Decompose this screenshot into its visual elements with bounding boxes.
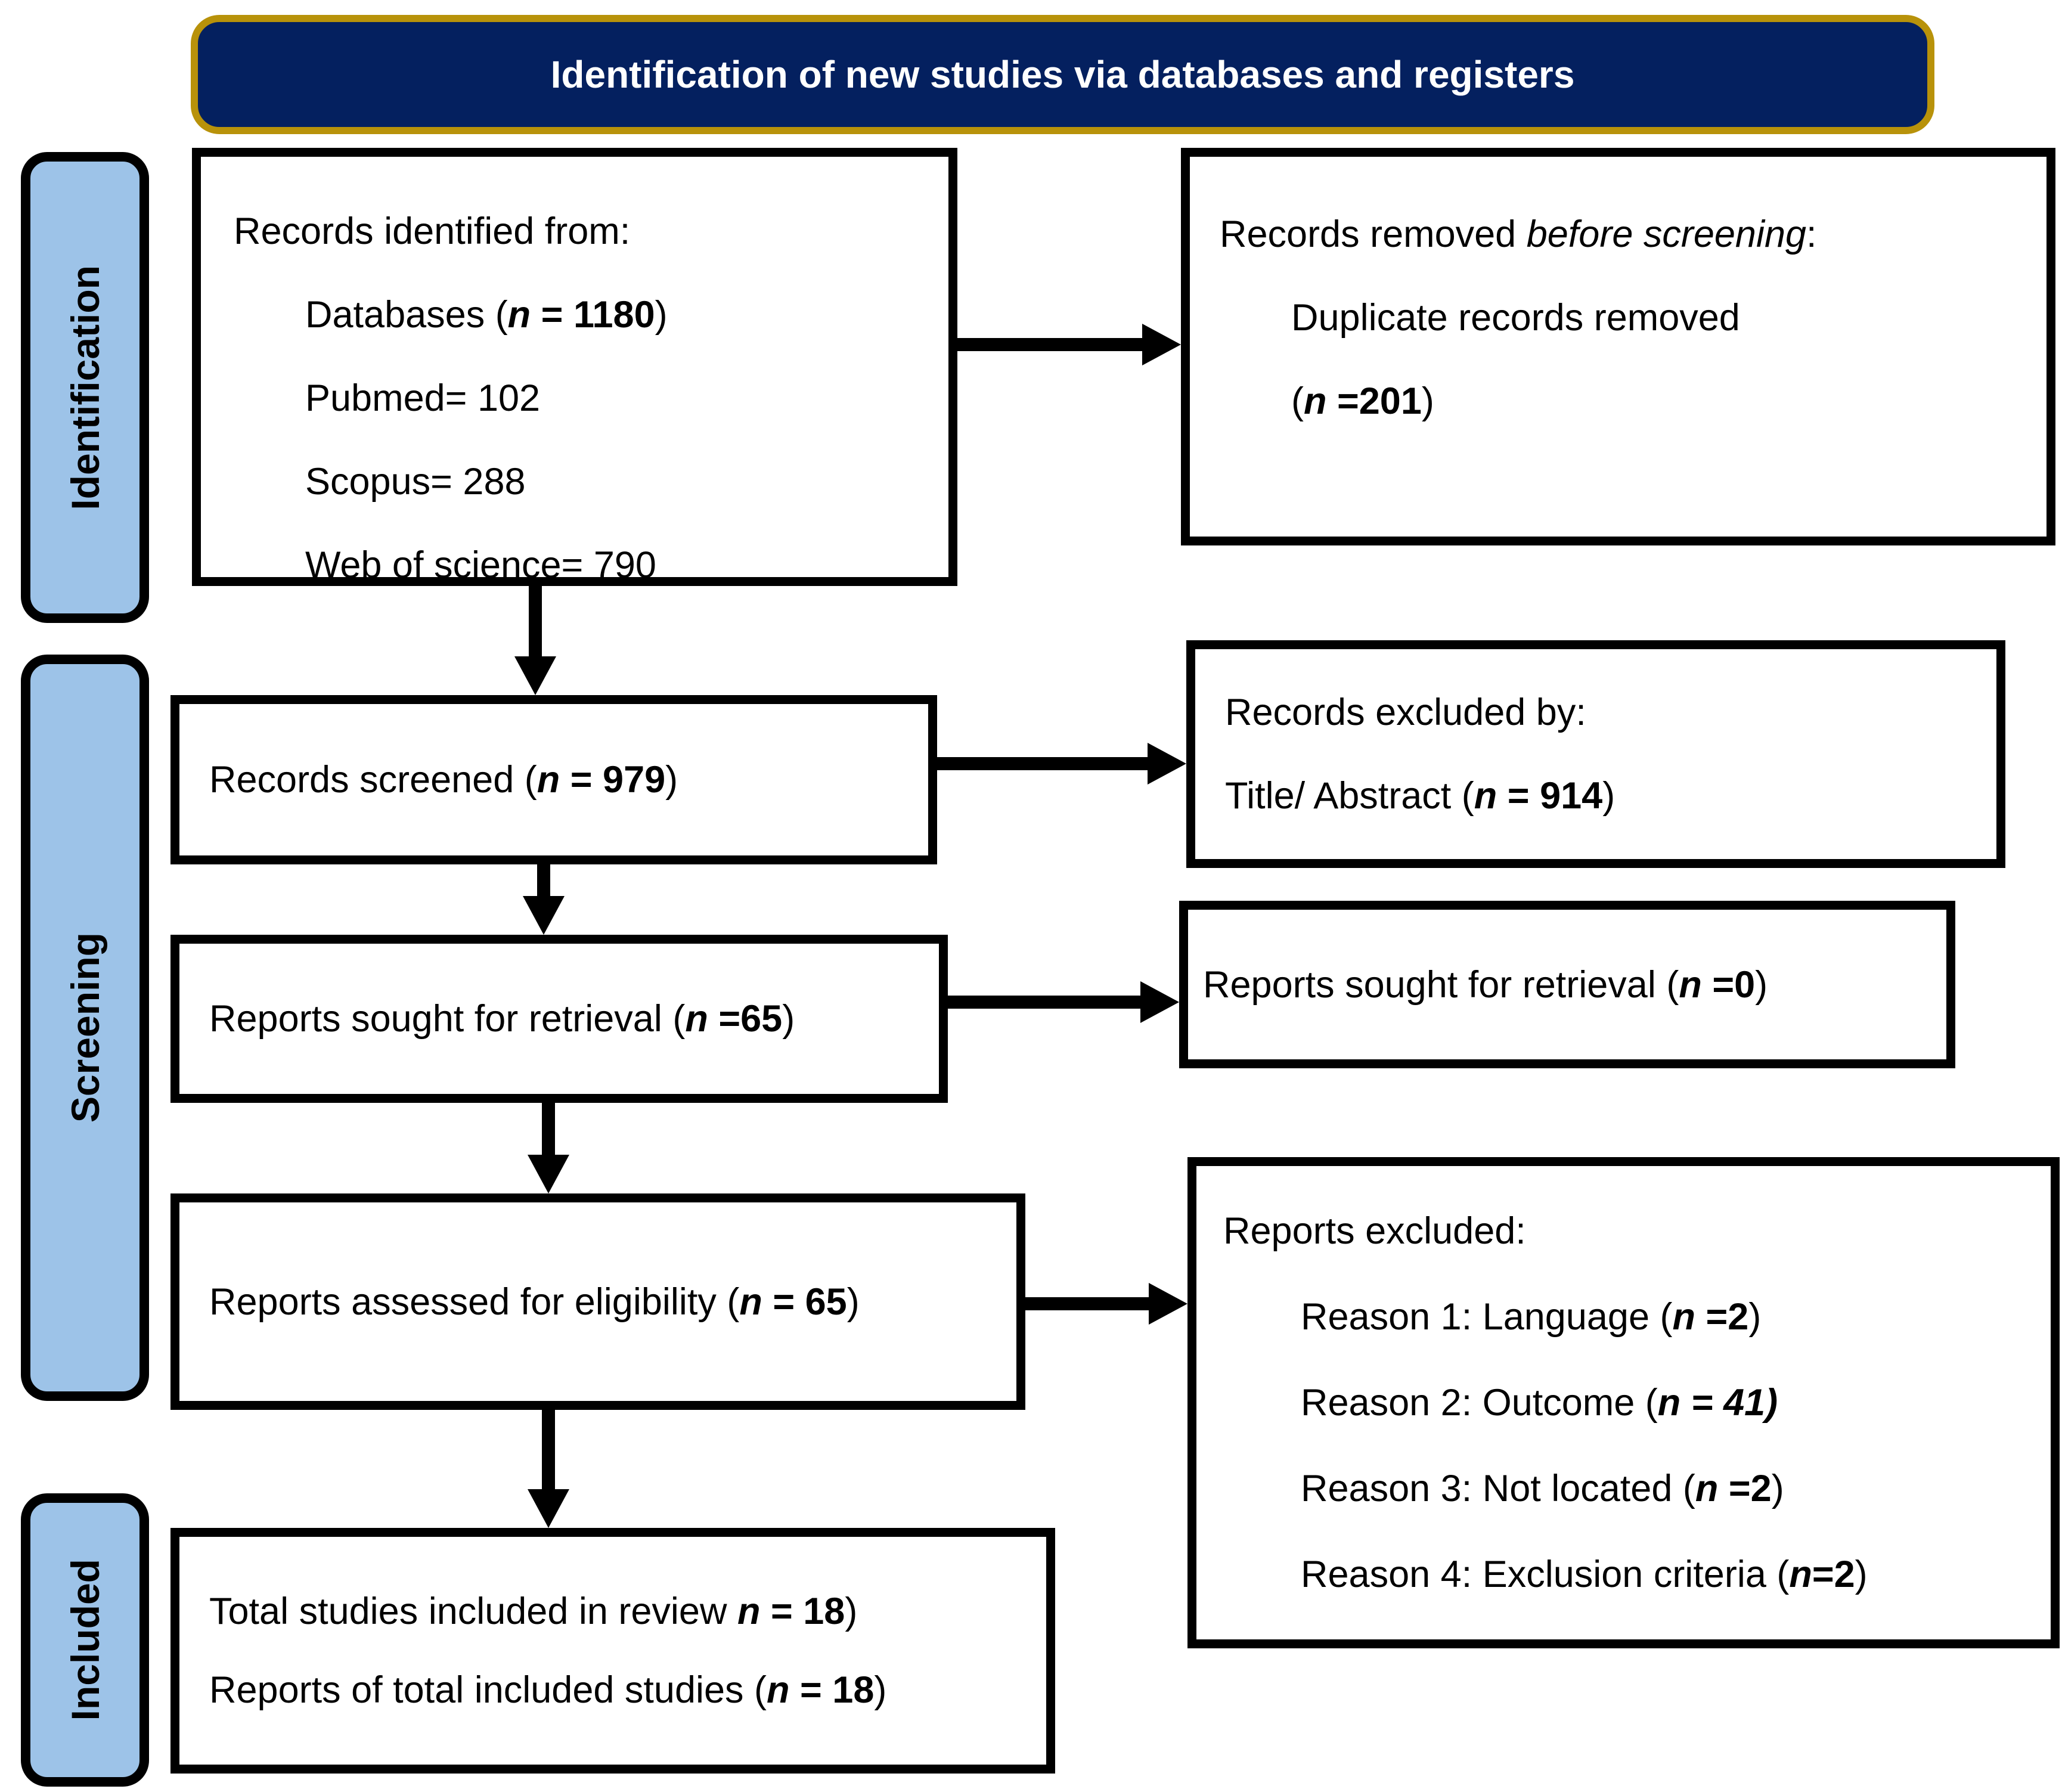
box-records-screened: Records screened (n = 979) bbox=[170, 695, 937, 864]
records-identified-scopus: Scopus= 288 bbox=[305, 461, 526, 503]
records-excluded-by-heading: Records excluded by: bbox=[1225, 692, 1586, 733]
records-removed-duplicates: Duplicate records removed bbox=[1291, 297, 1740, 339]
box-records-removed: Records removed before screening: Duplic… bbox=[1181, 148, 2055, 545]
records-screened-text: Records screened (n = 979) bbox=[209, 759, 678, 801]
records-identified-heading: Records identified from: bbox=[234, 210, 631, 252]
stage-label-included: Included bbox=[21, 1493, 149, 1787]
box-included-studies: Total studies included in review n = 18)… bbox=[170, 1528, 1055, 1774]
records-identified-wos: Web of science= 790 bbox=[305, 544, 656, 586]
reports-excluded-reason-4: Reason 4: Exclusion criteria (n=2) bbox=[1301, 1554, 1868, 1595]
stage-label-screening: Screening bbox=[21, 655, 149, 1401]
reports-sought-right-text: Reports sought for retrieval (n =0) bbox=[1203, 963, 1768, 1006]
records-excluded-by-title-abstract: Title/ Abstract (n = 914) bbox=[1225, 775, 1616, 817]
reports-excluded-reason-2: Reason 2: Outcome (n = 41) bbox=[1301, 1382, 1778, 1424]
reports-excluded-reason-1: Reason 1: Language (n =2) bbox=[1301, 1296, 1762, 1338]
box-reports-sought: Reports sought for retrieval (n =65) bbox=[170, 935, 948, 1103]
box-records-excluded-by: Records excluded by: Title/ Abstract (n … bbox=[1186, 640, 2005, 868]
reports-excluded-reason-3: Reason 3: Not located (n =2) bbox=[1301, 1468, 1784, 1509]
reports-assessed-text: Reports assessed for eligibility (n = 65… bbox=[209, 1281, 860, 1323]
records-removed-count: (n =201) bbox=[1291, 380, 1434, 422]
stage-label-included-text: Included bbox=[63, 1559, 107, 1721]
records-removed-heading: Records removed before screening: bbox=[1220, 213, 1817, 255]
banner: Identification of new studies via databa… bbox=[191, 15, 1934, 134]
records-identified-pubmed: Pubmed= 102 bbox=[305, 377, 541, 419]
records-identified-databases: Databases (n = 1180) bbox=[305, 294, 668, 336]
included-reports: Reports of total included studies (n = 1… bbox=[209, 1669, 887, 1711]
box-reports-sought-right: Reports sought for retrieval (n =0) bbox=[1179, 901, 1955, 1068]
box-records-identified: Records identified from: Databases (n = … bbox=[192, 148, 957, 586]
banner-title: Identification of new studies via databa… bbox=[550, 53, 1575, 96]
stage-label-identification: Identification bbox=[21, 152, 149, 623]
reports-excluded-heading: Reports excluded: bbox=[1223, 1210, 1526, 1252]
reports-sought-text: Reports sought for retrieval (n =65) bbox=[209, 998, 795, 1040]
included-total-studies: Total studies included in review n = 18) bbox=[209, 1591, 858, 1632]
stage-label-screening-text: Screening bbox=[63, 932, 107, 1123]
box-reports-excluded: Reports excluded: Reason 1: Language (n … bbox=[1187, 1157, 2060, 1648]
stage-label-identification-text: Identification bbox=[63, 265, 107, 510]
box-reports-assessed: Reports assessed for eligibility (n = 65… bbox=[170, 1193, 1025, 1410]
